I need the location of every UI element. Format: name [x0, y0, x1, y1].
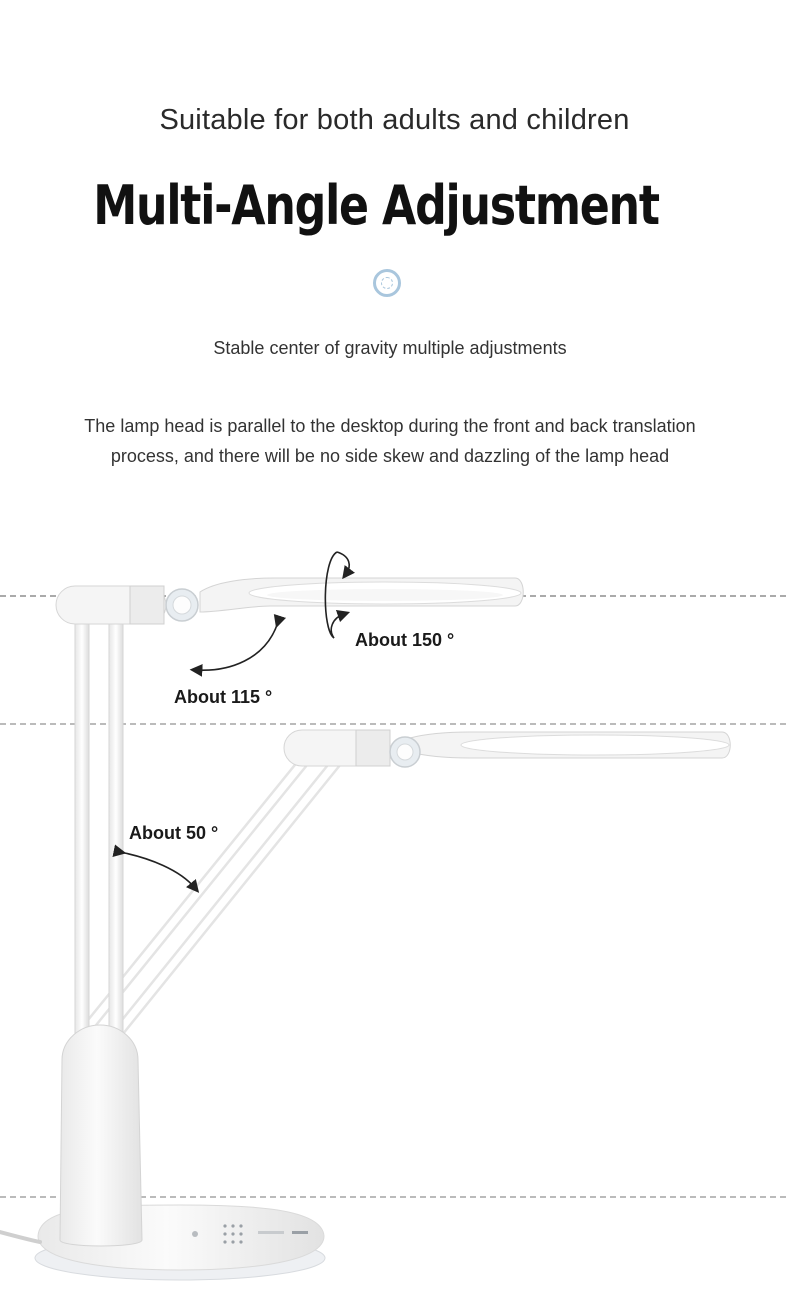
- power-cord: [0, 1230, 42, 1244]
- arm-angle-arrow-icon: [112, 844, 200, 893]
- lamp-head-lower: [283, 729, 731, 768]
- description: The lamp head is parallel to the desktop…: [40, 411, 740, 471]
- head-tilt-angle-label: About 115 °: [174, 687, 273, 707]
- lamp-head-upper: [55, 577, 524, 625]
- arm-angle-label: About 50 °: [129, 823, 219, 843]
- description-line-2: process, and there will be no side skew …: [110, 446, 670, 466]
- lamp-arm-upright: [74, 614, 124, 1036]
- ring-inner-dashes: [381, 277, 393, 289]
- lamp-base: [34, 1024, 326, 1281]
- ring-divider-icon: [373, 269, 401, 297]
- description-line-1: The lamp head is parallel to the desktop…: [84, 416, 696, 436]
- rotation-angle-label: About 150 °: [355, 630, 455, 650]
- page-subtitle: Suitable for both adults and children: [159, 104, 630, 136]
- rotation-arrow-icon: [324, 551, 355, 639]
- tagline: Stable center of gravity multiple adjust…: [213, 338, 567, 358]
- head-tilt-arrow-icon: [189, 613, 287, 677]
- page-title: Multi-Angle Adjustment: [93, 174, 660, 237]
- lamp-arm-lowered: [80, 754, 344, 1036]
